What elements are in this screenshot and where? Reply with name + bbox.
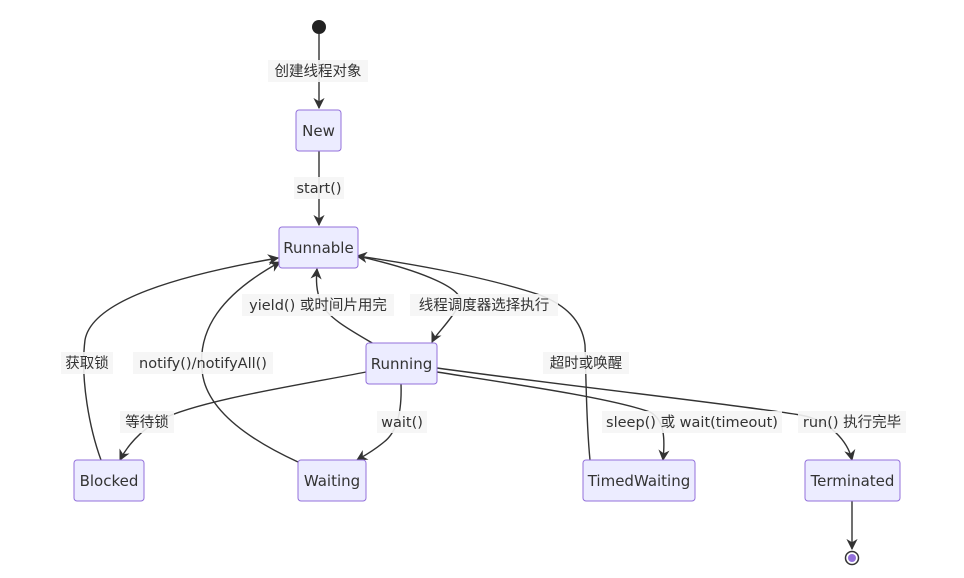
label-start-to-new-text: 创建线程对象 [275, 63, 362, 80]
state-new-label: New [302, 122, 335, 140]
edge-running-to-waiting [356, 383, 402, 461]
state-terminated[interactable]: Terminated [804, 459, 901, 502]
label-blocked-to-runnable: 获取锁 [61, 352, 113, 374]
edge-blocked-to-runnable [82, 254, 280, 461]
label-blocked-to-runnable-text: 获取锁 [65, 355, 109, 372]
state-runnable-label: Runnable [283, 239, 353, 257]
edge-running-to-timed-waiting [436, 371, 670, 462]
state-waiting[interactable]: Waiting [297, 459, 367, 502]
label-new-to-runnable: start() [294, 177, 344, 199]
state-new[interactable]: New [295, 109, 342, 152]
state-timed-waiting[interactable]: TimedWaiting [582, 459, 696, 502]
state-blocked-label: Blocked [80, 472, 139, 490]
label-running-to-runnable: yield() 或时间片用完 [242, 294, 394, 316]
state-running[interactable]: Running [365, 342, 438, 385]
label-running-to-timed-waiting-text: sleep() 或 wait(timeout) [606, 414, 778, 431]
state-timed-waiting-label: TimedWaiting [587, 472, 691, 490]
label-timed-waiting-to-runnable: 超时或唤醒 [543, 352, 629, 374]
label-running-to-terminated: run() 执行完毕 [798, 411, 906, 433]
label-running-to-timed-waiting: sleep() 或 wait(timeout) [602, 411, 782, 433]
label-waiting-to-runnable-text: notify()/notifyAll() [139, 356, 267, 372]
label-runnable-to-running-text: 线程调度器选择执行 [419, 297, 550, 314]
state-runnable[interactable]: Runnable [278, 226, 359, 269]
edges [82, 34, 858, 551]
end-marker [844, 550, 860, 566]
label-running-to-blocked: 等待锁 [120, 411, 174, 433]
label-waiting-to-runnable: notify()/notifyAll() [133, 352, 273, 374]
label-running-to-waiting-text: wait() [381, 415, 423, 431]
edge-timed-waiting-to-runnable [355, 251, 591, 461]
label-running-to-waiting: wait() [377, 411, 427, 433]
label-runnable-to-running: 线程调度器选择执行 [410, 294, 558, 316]
label-running-to-runnable-text: yield() 或时间片用完 [249, 297, 387, 314]
label-new-to-runnable-text: start() [296, 181, 341, 197]
edge-labels: 创建线程对象 start() yield() 或时间片用完 线程调度器选择执行 … [61, 60, 906, 433]
state-terminated-label: Terminated [810, 472, 895, 490]
state-waiting-label: Waiting [304, 472, 360, 490]
state-running-label: Running [371, 355, 432, 373]
label-running-to-blocked-text: 等待锁 [125, 413, 169, 431]
edge-running-to-blocked [119, 371, 367, 462]
label-running-to-terminated-text: run() 执行完毕 [803, 414, 901, 431]
start-marker [312, 20, 326, 34]
label-start-to-new: 创建线程对象 [268, 60, 368, 82]
label-timed-waiting-to-runnable-text: 超时或唤醒 [550, 355, 623, 372]
state-blocked[interactable]: Blocked [73, 459, 145, 502]
